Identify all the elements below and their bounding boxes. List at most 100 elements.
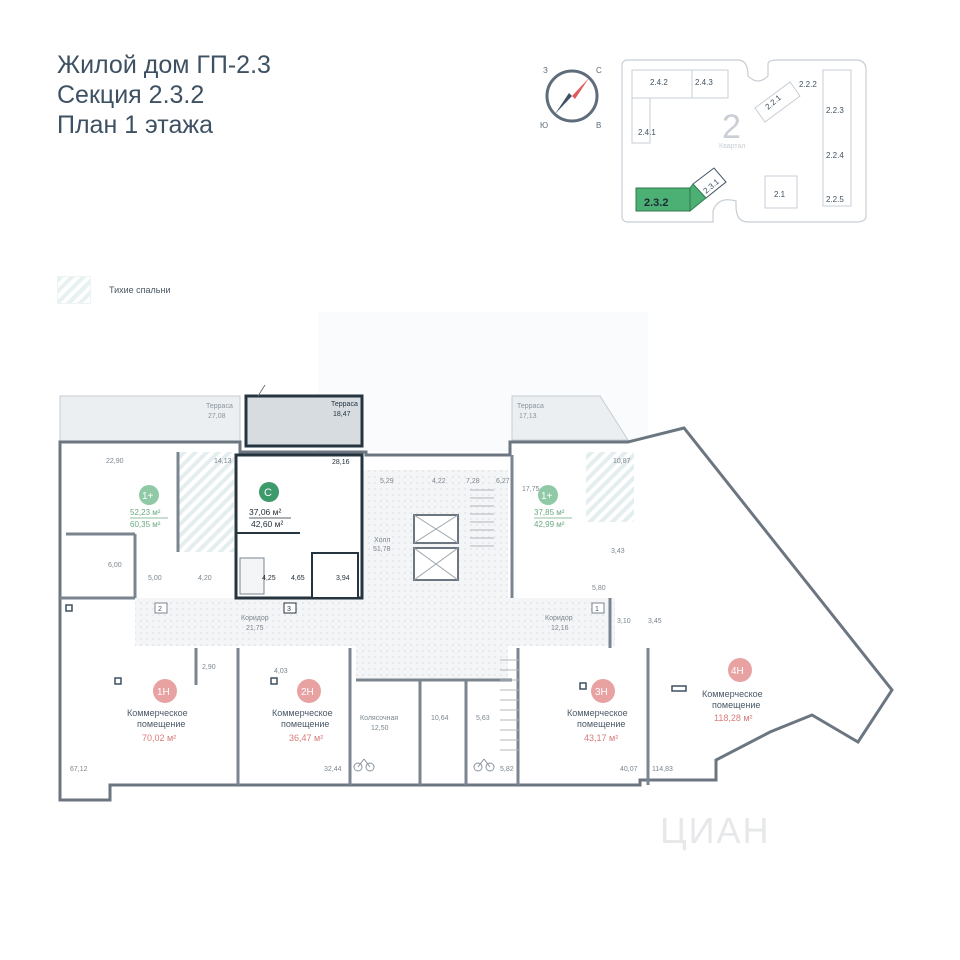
flat-right-living: 37,85 м² [534, 508, 565, 517]
bldg-2-2-5: 2.2.5 [826, 195, 844, 204]
commercial-2n-name1: Коммерческое [272, 708, 333, 718]
commercial-4n-area: 118,28 м² [714, 713, 753, 723]
commercial-2n-extra-b: 4,03 [274, 668, 288, 675]
commercial-3n-badge [591, 679, 615, 703]
bldg-2-1: 2.1 [774, 190, 786, 199]
core-room-d: 6,27 [496, 478, 510, 485]
compass-north: С [596, 66, 602, 75]
compass-east: В [596, 121, 601, 130]
bldg-2-2-4: 2.2.4 [826, 151, 844, 160]
commercial-3n-extra-a: 40,07 [620, 766, 638, 773]
flat-left-total: 60,35 м² [130, 520, 161, 529]
flat-left-room-a: 22,90 [106, 458, 124, 465]
commercial-2n-area: 36,47 м² [289, 733, 323, 743]
core-room-c: 7,28 [466, 478, 480, 485]
selected-unit-type: С [264, 487, 272, 499]
title-section: Секция 2.3.2 [57, 81, 205, 109]
commercial-4n-extra-a: 114,83 [652, 766, 673, 773]
flat-left-room-e: 4,20 [198, 575, 212, 582]
bldg-2-4-3: 2.4.3 [695, 78, 713, 87]
commercial-3n-extra-b: 3,10 [617, 618, 631, 625]
commercial-1n-name1: Коммерческое [127, 708, 188, 718]
terrace-left [59, 395, 241, 443]
bldg-2-4-1: 2.4.1 [638, 128, 656, 137]
title-building: Жилой дом ГП-2.3 [57, 51, 271, 79]
flat-left-type: 1+ [142, 491, 154, 502]
commercial-1n-type: 1Н [157, 687, 170, 698]
floor-plan: Терраса 27,08 Терраса 18,47 Терраса 17,1… [58, 312, 894, 802]
bldg-2-2-3: 2.2.3 [826, 106, 844, 115]
watermark: ЦИАН [660, 810, 771, 851]
hall-area: 51,78 [373, 546, 391, 553]
selected-unit-entry: 3 [287, 606, 291, 613]
service-room-d: 5,82 [500, 766, 514, 773]
flat-left-room-c: 6,00 [108, 562, 122, 569]
corridor-left-name: Коридор [241, 615, 269, 622]
compass-west: З [543, 66, 548, 75]
flat-right-room-b: 10,87 [613, 458, 631, 465]
bldg-2-3-2: 2.3.2 [644, 197, 668, 209]
commercial-4n-name1: Коммерческое [702, 689, 763, 699]
selected-room-hall: 4,65 [291, 575, 305, 582]
legend-swatch [57, 276, 91, 304]
terrace-right-area: 17,13 [519, 413, 537, 420]
legend-label: Тихие спальни [109, 285, 171, 295]
selected-unit-badge [259, 482, 279, 502]
service-room-c: 5,63 [476, 715, 490, 722]
flat-right-type: 1+ [541, 491, 553, 502]
service-room-b: 10,64 [431, 715, 449, 722]
key-map: 2 Квартал 2.4.2 2.4.3 2.2.1 2.2.2 2.2.3 … [621, 59, 867, 223]
commercial-4n-badge [728, 658, 752, 682]
corridor-left-area: 21,75 [246, 625, 264, 632]
flat-right-entry: 1 [595, 606, 599, 613]
flat-right-badge [538, 485, 558, 505]
flat-left-badge [139, 485, 159, 505]
title-floor: План 1 этажа [57, 111, 213, 139]
commercial-3n-name1: Коммерческое [567, 708, 628, 718]
commercial-2n-name2: помещение [281, 719, 329, 729]
legend: Тихие спальни [57, 276, 170, 304]
commercial-4n-name2: помещение [712, 700, 760, 710]
selected-room-main: 28,16 [332, 459, 350, 466]
service-stroller-name: Колясочная [360, 715, 398, 722]
flat-right-room-c: 3,43 [611, 548, 625, 555]
flat-left-entry: 2 [158, 606, 162, 613]
selected-unit-total: 42,60 м² [251, 519, 283, 529]
terrace-center [244, 394, 364, 448]
selected-room-bath: 4,25 [262, 575, 276, 582]
terrace-right [511, 395, 629, 441]
commercial-2n-badge [297, 679, 321, 703]
bldg-2-4-2: 2.4.2 [650, 78, 668, 87]
commercial-2n-extra-a: 32,44 [324, 766, 342, 773]
commercial-3n-name2: помещение [577, 719, 625, 729]
commercial-3n-type: 3Н [595, 687, 608, 698]
hall-name: Холл [374, 537, 391, 544]
quarter-number: 2 [722, 108, 741, 146]
service-stroller-area: 12,50 [371, 725, 389, 732]
terrace-center-area: 18,47 [333, 411, 351, 418]
selected-unit-living: 37,06 м² [249, 507, 281, 517]
selected-room-wc: 3,94 [336, 575, 350, 582]
compass-icon: З С Ю В [540, 66, 602, 130]
commercial-2n-type: 2Н [301, 687, 314, 698]
flat-left-room-d: 5,00 [148, 575, 162, 582]
commercial-1n-badge [153, 679, 177, 703]
terrace-center-name: Терраса [331, 401, 358, 408]
flat-left-living: 52,23 м² [130, 508, 161, 517]
commercial-1n-extra-a: 67,12 [70, 766, 88, 773]
core-room-b: 4,22 [432, 478, 446, 485]
commercial-3n-area: 43,17 м² [584, 733, 618, 743]
corridor-right-name: Коридор [545, 615, 573, 622]
terrace-right-name: Терраса [517, 403, 544, 410]
flat-right-room-a: 17,75 [522, 486, 540, 493]
commercial-4n-type: 4Н [731, 666, 744, 677]
commercial-1n-area: 70,02 м² [142, 733, 176, 743]
compass-south: Ю [540, 121, 548, 130]
terrace-left-area: 27,08 [208, 413, 226, 420]
commercial-4n-extra-b: 3,45 [648, 618, 662, 625]
terrace-left-name: Терраса [206, 403, 233, 410]
flat-right-room-d: 5,80 [592, 585, 606, 592]
plan-title: Жилой дом ГП-2.3 Секция 2.3.2 План 1 эта… [57, 50, 271, 140]
corridor-right-area: 12,16 [551, 625, 569, 632]
quarter-label: Квартал [719, 143, 745, 150]
